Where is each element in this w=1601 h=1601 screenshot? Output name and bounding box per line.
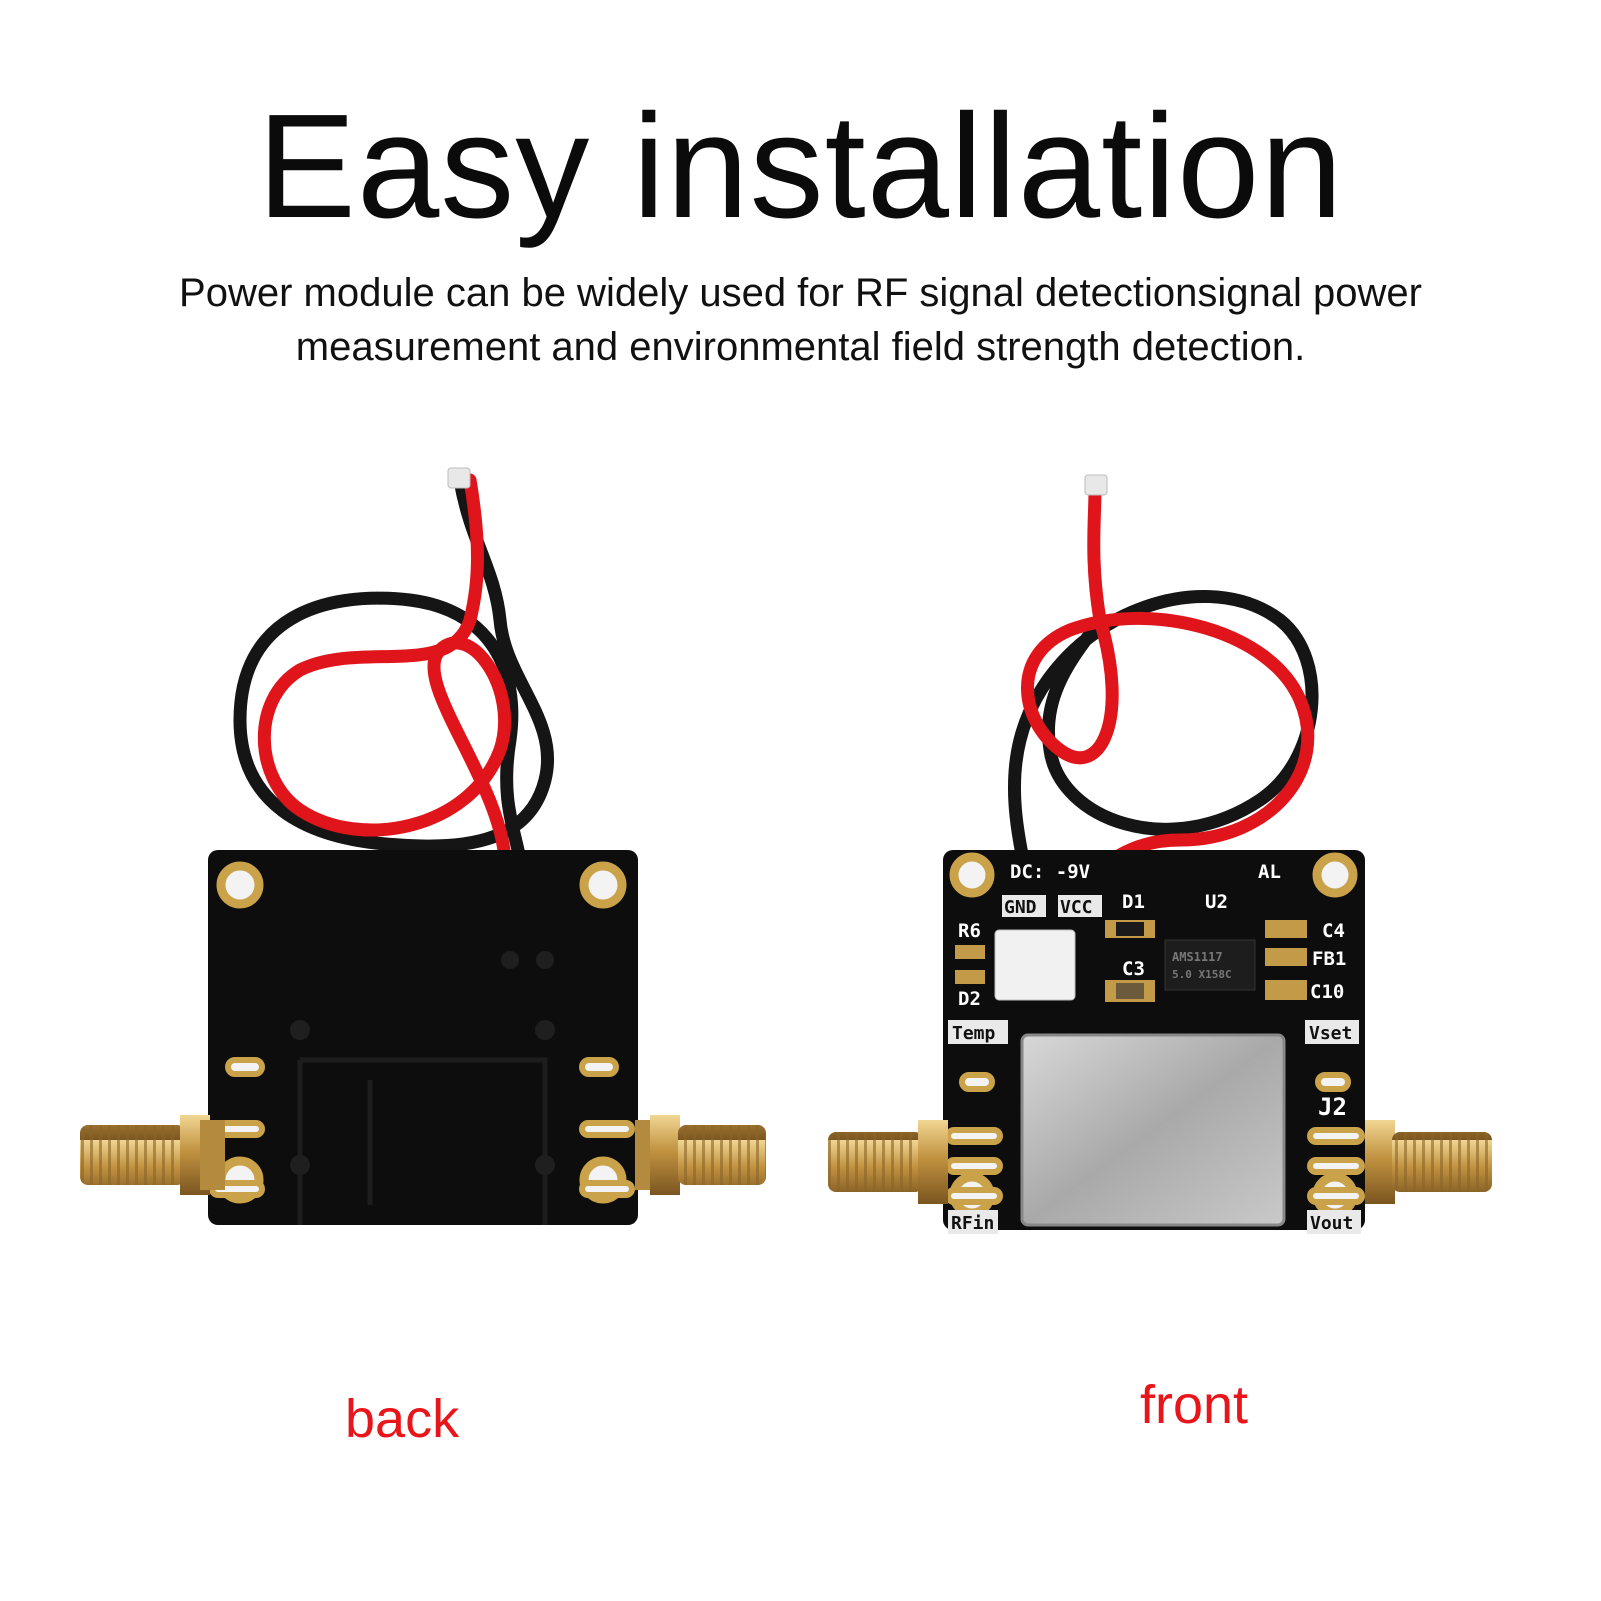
headline: Easy installation [257,84,1344,249]
front-board: AMS1117 5.0 X158C DC: -9V AL [828,474,1492,1234]
back-board [80,467,766,1225]
front-pads [945,1072,1365,1205]
chip-label: AMS1117 [1172,950,1223,964]
back-pcb [208,850,638,1225]
description: Power module can be widely used for RF s… [60,266,1541,374]
label-d2: D2 [958,988,981,1010]
back-sma-left [80,1115,225,1195]
label-d1: D1 [1122,891,1145,913]
back-wires [233,467,554,867]
front-smd-parts [955,920,1307,1002]
chip-sublabel: 5.0 X158C [1172,968,1232,981]
label-vout: Vout [1310,1213,1353,1234]
description-line-2: measurement and environmental field stre… [295,325,1306,369]
product-photo: AMS1117 5.0 X158C DC: -9V AL [80,467,1492,1234]
back-vias [290,951,555,1175]
label-r6: R6 [958,920,981,942]
label-u2: U2 [1205,891,1228,913]
label-al: AL [1258,861,1281,883]
label-dc: DC: -9V [1010,861,1090,883]
back-sma-right [635,1115,766,1195]
label-j2: J2 [1318,1093,1347,1121]
front-shield-can [1020,1033,1286,1227]
label-gnd: GND [1004,897,1037,918]
caption-front: front [1140,1375,1249,1435]
label-vcc: VCC [1060,897,1093,918]
label-c4: C4 [1322,920,1345,942]
front-wires [1007,474,1319,987]
label-c3: C3 [1122,958,1145,980]
label-temp: Temp [952,1023,996,1044]
front-regulator-chip [1164,939,1256,991]
label-vset: Vset [1309,1023,1352,1044]
label-fb1: FB1 [1312,948,1346,970]
front-wire-connector [994,929,1076,1001]
front-sma-left [828,1120,948,1204]
caption-back: back [345,1389,460,1449]
front-sma-right [1365,1120,1492,1204]
label-c10: C10 [1310,981,1344,1003]
label-rfin: RFin [951,1213,994,1234]
description-line-1: Power module can be widely used for RF s… [179,271,1422,315]
